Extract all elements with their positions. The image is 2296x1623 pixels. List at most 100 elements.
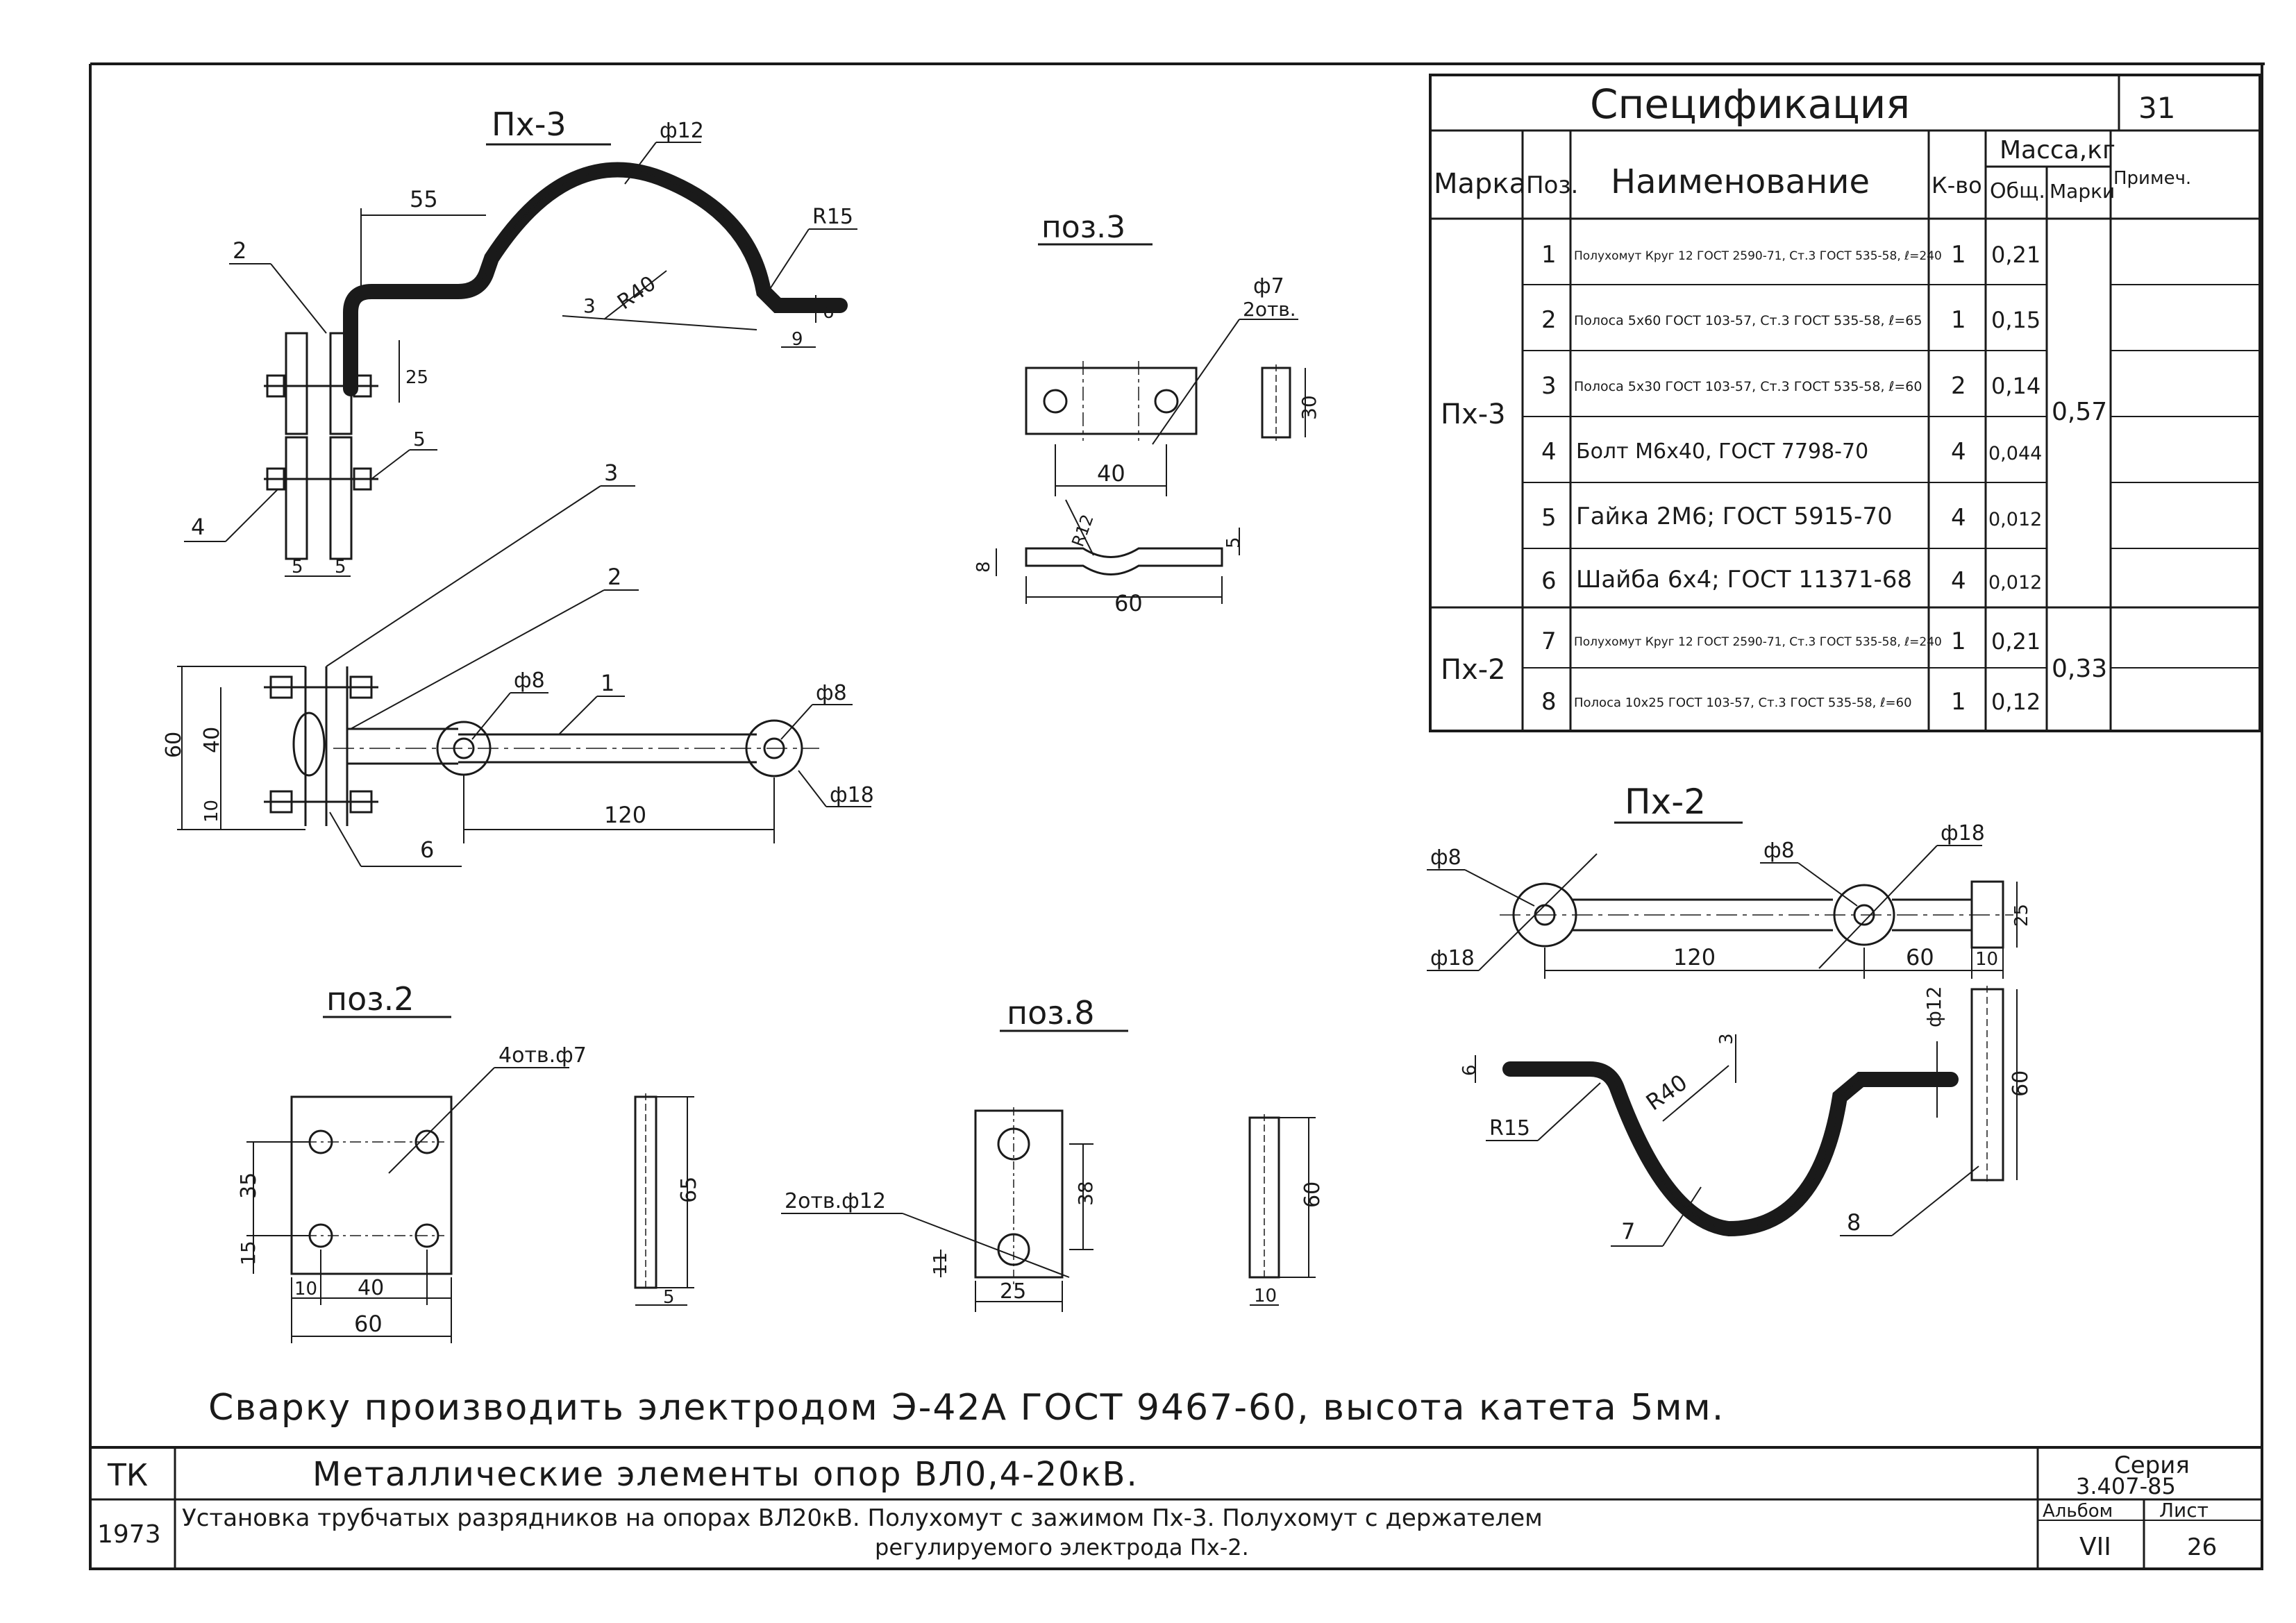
dim-px2-R15: R15 <box>1489 1116 1530 1141</box>
spec-header-poz: Поз. <box>1526 171 1578 199</box>
spec-row: 7 Полухомут Круг 12 ГОСТ 2590-71, Ст.3 Г… <box>1541 628 2041 655</box>
dim-poz3-30: 30 <box>1298 395 1321 420</box>
dim-px2-60: 60 <box>1906 944 1934 970</box>
spec-row-poz: 7 <box>1541 628 1557 655</box>
title-block: ТК 1973 Металлические элементы опор ВЛ0,… <box>90 1446 2262 1569</box>
spec-row-poz: 4 <box>1541 438 1557 466</box>
spec-row-name: Болт М6х40, ГОСТ 7798-70 <box>1576 439 1868 464</box>
dim-px2-phi12: ф12 <box>1922 986 1945 1027</box>
dim-poz2-60: 60 <box>354 1311 383 1337</box>
dim-poz3-2otv: 2отв. <box>1243 298 1296 321</box>
spec-group-mass-px2: 0,33 <box>2052 655 2107 683</box>
spec-row-name: Полоса 5х30 ГОСТ 103-57, Ст.3 ГОСТ 535-5… <box>1574 379 1922 394</box>
dim-px2-phi8-left: ф8 <box>1430 846 1461 870</box>
view-poz3: поз.3 40 ф7 2отв. 30 60 R12 8 5 <box>973 210 1321 616</box>
spec-row-poz: 2 <box>1541 306 1557 334</box>
spec-row-poz: 3 <box>1541 372 1557 400</box>
dim-poz2-40: 40 <box>358 1276 384 1300</box>
dim-px2-6: 6 <box>1459 1064 1480 1076</box>
dim-poz8-11: 11 <box>930 1252 951 1275</box>
spec-sheet-no: 31 <box>2138 91 2175 125</box>
dim-px3-3: 3 <box>583 294 596 317</box>
dim-plan-phi8-left: ф8 <box>514 668 545 693</box>
view-title-poz3: поз.3 <box>1041 210 1125 245</box>
dim-px2-phi18-left: ф18 <box>1430 946 1475 970</box>
dim-poz8-10: 10 <box>1254 1286 1277 1306</box>
dim-plan-40: 40 <box>200 727 224 753</box>
view-px3-plan: 60 40 10 120 ф8 ф8 ф18 3 2 1 6 <box>162 460 874 867</box>
spec-row-mass: 0,012 <box>1988 509 2042 530</box>
spec-group-marka-px2: Пх-2 <box>1441 654 1506 686</box>
dim-plan-60: 60 <box>162 732 186 758</box>
stamp-title-main: Металлические элементы опор ВЛ0,4-20кВ. <box>312 1455 1139 1494</box>
dim-px2-phi8-right: ф8 <box>1763 839 1795 863</box>
spec-header-marka: Марка <box>1434 168 1526 200</box>
spec-row-qty: 1 <box>1951 306 1966 334</box>
leader-px3-4: 4 <box>191 514 205 540</box>
stamp-album: VII <box>2079 1533 2111 1561</box>
dim-px3-6: 6 <box>823 302 835 323</box>
spec-row-qty: 4 <box>1951 504 1966 532</box>
spec-row-name: Шайба 6х4; ГОСТ 11371-68 <box>1576 566 1912 594</box>
view-px3-side: Пх-3 55 ф12 R15 R40 3 6 <box>184 106 857 578</box>
dim-px3-5b: 5 <box>335 557 346 578</box>
spec-row-poz: 6 <box>1541 567 1557 595</box>
spec-row-mass: 0,21 <box>1991 242 2041 268</box>
spec-row-name: Гайка 2М6; ГОСТ 5915-70 <box>1576 503 1893 530</box>
stamp-year: 1973 <box>97 1520 161 1549</box>
dim-poz3-R12: R12 <box>1068 512 1097 549</box>
stamp-title-sub: Установка трубчатых разрядников на опора… <box>182 1504 1543 1532</box>
stamp-title-sub2: регулируемого электрода Пх-2. <box>875 1534 1249 1561</box>
view-poz2: поз.2 4отв.ф7 35 15 10 40 60 65 5 <box>237 980 701 1343</box>
leader-plan-2: 2 <box>607 564 621 590</box>
spec-row-qty: 1 <box>1951 241 1966 269</box>
dim-px2-3: 3 <box>1716 1033 1737 1045</box>
dim-poz2-15: 15 <box>237 1241 260 1265</box>
dim-poz2-5: 5 <box>663 1287 675 1308</box>
spec-row-poz: 8 <box>1541 688 1557 716</box>
spec-header-qty: К-во <box>1932 172 1982 199</box>
spec-row-mass: 0,044 <box>1988 443 2042 464</box>
spec-row-mass: 0,21 <box>1991 628 2041 655</box>
leader-plan-3: 3 <box>604 460 618 486</box>
view-px2: Пх-2 120 60 10 25 ф8 ф18 ф8 ф18 <box>1427 782 2033 1247</box>
leader-plan-6: 6 <box>420 836 434 863</box>
spec-row-mass: 0,012 <box>1988 572 2042 594</box>
dim-px2-25: 25 <box>2011 904 2032 927</box>
dim-poz8-38: 38 <box>1074 1181 1097 1206</box>
spec-row-qty: 1 <box>1951 688 1966 716</box>
dim-px3-phi12: ф12 <box>660 119 704 143</box>
leader-plan-1: 1 <box>601 670 614 696</box>
leader-px3-5: 5 <box>413 428 426 451</box>
stamp-series: 3.407-85 <box>2076 1473 2176 1499</box>
stamp-series-label: Серия <box>2114 1452 2190 1479</box>
dim-poz2-65: 65 <box>677 1177 701 1203</box>
stamp-org: ТК <box>107 1458 148 1493</box>
dim-px3-9: 9 <box>791 329 803 350</box>
spec-header-name: Наименование <box>1611 162 1870 201</box>
spec-row-qty: 4 <box>1951 567 1966 595</box>
view-title-poz8: поз.8 <box>1007 994 1095 1032</box>
stamp-album-label: Альбом <box>2043 1501 2113 1522</box>
dim-poz3-8: 8 <box>973 561 994 573</box>
view-title-px3: Пх-3 <box>492 106 567 143</box>
spec-row-name: Полоса 10х25 ГОСТ 103-57, Ст.3 ГОСТ 535-… <box>1574 696 1912 710</box>
dim-poz8-25: 25 <box>1000 1279 1026 1304</box>
spec-row-mass: 0,14 <box>1991 373 2041 399</box>
view-title-px2: Пх-2 <box>1625 782 1706 822</box>
dim-poz8-60: 60 <box>1300 1181 1325 1208</box>
spec-row-mass: 0,15 <box>1991 307 2041 333</box>
spec-row: 3 Полоса 5х30 ГОСТ 103-57, Ст.3 ГОСТ 535… <box>1541 372 2041 400</box>
dim-plan-phi18: ф18 <box>830 783 874 807</box>
spec-row: 1 Полухомут Круг 12 ГОСТ 2590-71, Ст.3 Г… <box>1541 241 2041 269</box>
spec-group-marka-px3: Пх-3 <box>1441 398 1506 430</box>
view-poz8: поз.8 38 2отв.ф12 11 25 60 10 <box>781 994 1325 1312</box>
spec-title: Спецификация <box>1590 81 1910 128</box>
spec-row-name: Полухомут Круг 12 ГОСТ 2590-71, Ст.3 ГОС… <box>1574 635 1942 649</box>
spec-header-note: Примеч. <box>2113 168 2191 189</box>
stamp-sheet-label: Лист <box>2159 1499 2209 1522</box>
spec-group-mass-px3: 0,57 <box>2052 398 2107 426</box>
dim-poz3-40: 40 <box>1097 460 1125 487</box>
dim-px3-55: 55 <box>410 186 438 212</box>
